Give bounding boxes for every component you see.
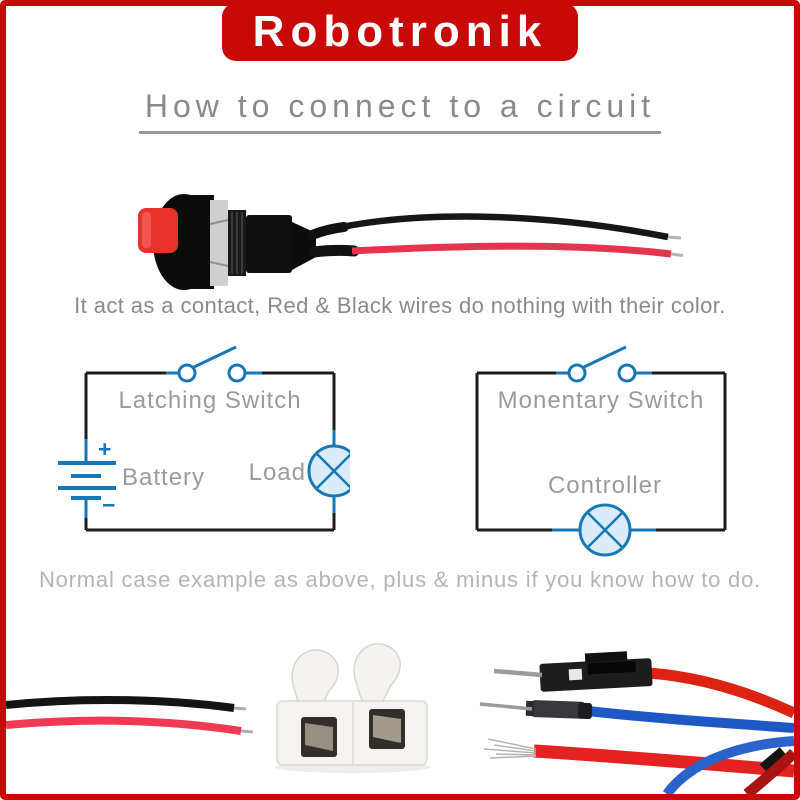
latching-circuit-diagram bbox=[58, 345, 350, 532]
contact-note: It act as a contact, Red & Black wires d… bbox=[74, 293, 726, 318]
bare-wires-photo bbox=[6, 695, 254, 735]
mounting-nut bbox=[210, 200, 228, 286]
latching-switch-label: Latching Switch bbox=[118, 387, 302, 414]
jumper-wires bbox=[533, 667, 794, 794]
brand-banner: Robotronik bbox=[222, 3, 578, 61]
battery-label: Battery bbox=[122, 464, 206, 491]
pushbutton-body bbox=[138, 194, 360, 290]
circuit-wires bbox=[475, 371, 727, 532]
header-pin bbox=[493, 668, 543, 678]
page-title: How to connect to a circuit bbox=[0, 88, 800, 134]
stripped-wire-strands bbox=[483, 738, 537, 759]
momentary-switch-label: Monentary Switch bbox=[497, 387, 705, 414]
header-pin bbox=[479, 702, 533, 711]
pushbutton-wires bbox=[341, 213, 684, 258]
switch-icon bbox=[556, 345, 652, 383]
controller-label: Controller bbox=[547, 472, 663, 499]
spring-connector-photo bbox=[275, 643, 431, 773]
switch-icon bbox=[166, 345, 262, 383]
lamp-icon bbox=[307, 430, 350, 513]
connector-body bbox=[276, 700, 428, 766]
pushbutton-switch-photo bbox=[138, 194, 684, 290]
load-label: Load bbox=[248, 459, 306, 486]
battery-plus-sign: + bbox=[98, 436, 112, 462]
jumper-wires-photo bbox=[479, 651, 794, 794]
brand-logo-text: Robotronik bbox=[252, 7, 548, 56]
circuit-wires bbox=[84, 371, 336, 532]
battery-minus-sign: − bbox=[102, 492, 116, 518]
dupont-connector bbox=[539, 651, 653, 692]
battery-icon bbox=[58, 439, 116, 518]
normal-case-note: Normal case example as above, plus & min… bbox=[38, 567, 762, 592]
crimp-connector bbox=[525, 700, 593, 720]
momentary-circuit-diagram bbox=[475, 345, 727, 557]
lamp-icon bbox=[552, 503, 656, 557]
